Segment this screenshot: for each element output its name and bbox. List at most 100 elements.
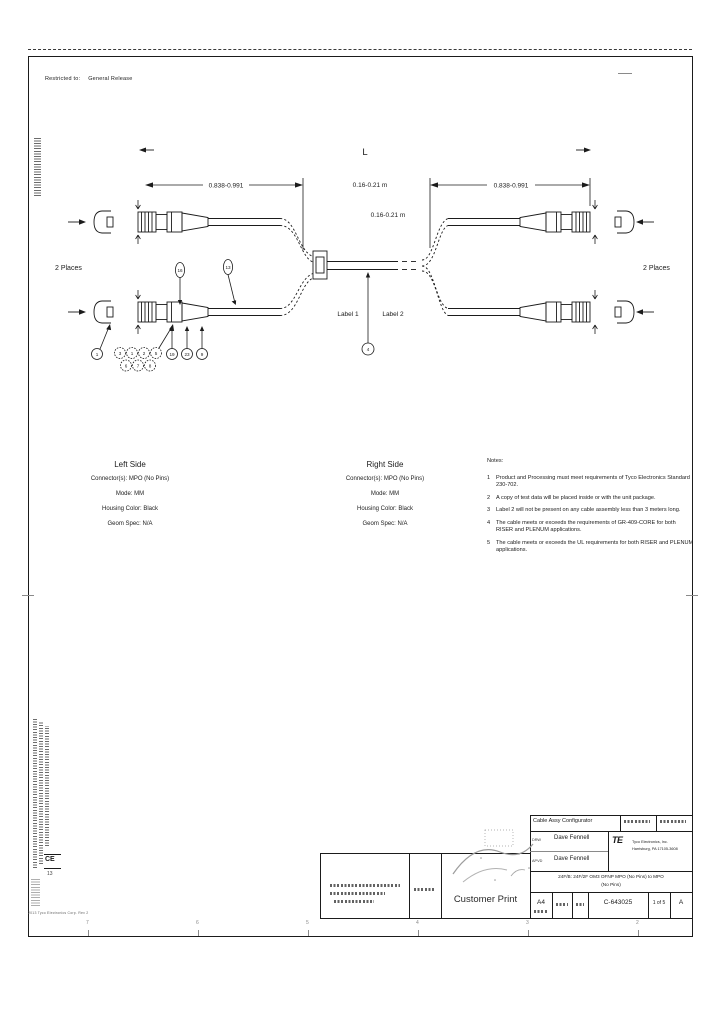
right-side-geom: Geom Spec: N/A	[362, 521, 408, 527]
svg-text:16: 16	[177, 268, 183, 273]
balloon-connector-end: 1	[91, 324, 112, 360]
assembly-description-line2: (No Pins)	[601, 882, 621, 887]
svg-text:8: 8	[149, 364, 152, 369]
svg-text:1: 1	[96, 352, 99, 357]
left-leg-dimension	[145, 178, 304, 250]
left-bottom-connector	[93, 300, 281, 324]
top-dashed-line	[28, 49, 692, 50]
zone-tick-4	[418, 930, 419, 936]
balloon-oval-16: 16	[174, 262, 185, 305]
ce-box-top-line	[44, 854, 61, 855]
left-side-info: Left Side Connector(s): MPO (No Pins) Mo…	[55, 458, 205, 532]
trunk-cable	[327, 261, 416, 270]
label2-text: Label 2	[382, 311, 404, 318]
zone-number-5: 5	[306, 920, 309, 926]
zone-tick-3	[308, 930, 309, 936]
balloon-23: 23	[181, 326, 193, 360]
right-bottom-connector	[447, 300, 635, 324]
vertical-fineprint-col1	[33, 718, 37, 868]
restricted-note: Restricted to: General Release	[45, 76, 132, 82]
zone-number-7: 7	[86, 920, 89, 926]
assembly-description-line1: 24F/B: 24F/2F OM3 OFNP MPO (No Pins) to …	[558, 874, 664, 879]
right-side-housing: Housing Color: Black	[356, 506, 414, 512]
notes-title: Notes:	[487, 458, 504, 464]
svg-text:3: 3	[119, 351, 122, 356]
zone-tick-1	[88, 930, 89, 936]
size-cell: A4	[537, 899, 545, 906]
left-side-geom: Geom Spec: N/A	[107, 521, 153, 527]
left-side-title: Left Side	[114, 460, 146, 469]
svg-text:19: 19	[169, 352, 175, 357]
svg-text:23: 23	[184, 352, 190, 357]
vertical-microtext-top	[34, 138, 41, 196]
right-side-info: Right Side Connector(s): MPO (No Pins) M…	[310, 458, 460, 532]
right-side-title: Right Side	[366, 460, 404, 469]
right-side-mode: Mode: MM	[370, 491, 400, 497]
restricted-value: General Release	[88, 76, 133, 82]
zone-tick-5	[528, 930, 529, 936]
tolerance-microtext-2	[330, 892, 385, 895]
svg-text:5: 5	[155, 351, 158, 356]
connector-tick-arrows	[135, 200, 598, 334]
right-top-connector	[447, 210, 635, 234]
trunk-dim-bottom: 0.16-0.21 m	[371, 212, 406, 219]
svg-text:2: 2	[143, 351, 146, 356]
svg-text:7: 7	[137, 364, 140, 369]
overall-length-label: L	[362, 147, 367, 158]
zone-tick-6	[638, 930, 639, 936]
zone-number-4: 4	[416, 920, 419, 926]
left-leg-dim-text: 0.838-0.991	[209, 183, 244, 190]
balloon-cluster: 3 1 2 5 6 7 8	[114, 324, 174, 372]
fanout-curves	[279, 218, 449, 316]
svg-text:9: 9	[201, 352, 204, 357]
te-logo: TE	[612, 835, 623, 845]
date-microtext-1	[624, 820, 650, 823]
right-places-label: 2 Places	[643, 265, 670, 272]
zone-tick-2	[198, 930, 199, 936]
customer-print-label: Customer Print	[453, 894, 518, 905]
zone-number-6: 6	[196, 920, 199, 926]
left-center-tick	[22, 595, 34, 596]
approved-by-name: Dave Fennell	[554, 856, 590, 862]
drawing-number: C-643025	[603, 899, 633, 906]
revision-letter: A	[678, 899, 684, 906]
balloon-oval-13: 13	[222, 259, 237, 305]
balloon-trunk-label: 4	[361, 272, 375, 356]
right-leg-dimension	[429, 178, 591, 248]
furcation-body	[312, 250, 328, 280]
ce-box-bottom-line	[44, 868, 61, 869]
left-side-housing: Housing Color: Black	[101, 506, 159, 512]
balloon-9: 9	[196, 326, 208, 360]
cage-microtext	[576, 903, 584, 906]
vertical-fineprint-col2	[39, 722, 43, 864]
units-microtext	[414, 888, 434, 891]
left-places-label: 2 Places	[55, 265, 82, 272]
configurator-label: Cable Assy Configurator	[533, 818, 593, 824]
drawn-label: DRW	[532, 838, 541, 842]
zone-number-3: 3	[526, 920, 529, 926]
size-sub-microtext	[534, 910, 548, 913]
drawn-by-name: Dave Fennell	[554, 835, 590, 841]
company-address: Harrisburg, PA 17105-3608	[632, 847, 678, 851]
approved-label: APVD	[532, 859, 543, 863]
date-microtext-2	[660, 820, 686, 823]
svg-text:6: 6	[125, 364, 128, 369]
balloon-19: 19	[166, 326, 178, 360]
copyright-line: 2013 Tyco Electronics Corp. Rev 2	[28, 911, 89, 915]
left-side-mode: Mode: MM	[115, 491, 145, 497]
restricted-label: Restricted to:	[45, 76, 81, 82]
cable-assembly-schematic: L 0.838-0.991 0.16-0.21 m 0.16-0.21 m 0.…	[55, 147, 670, 372]
label1-text: Label 1	[337, 311, 359, 318]
edge-reference-arrows	[68, 219, 654, 315]
svg-text:4: 4	[367, 347, 370, 352]
trunk-dim-top: 0.16-0.21 m	[353, 182, 388, 189]
tolerance-microtext-1	[330, 884, 400, 887]
approval-stamp	[452, 829, 534, 883]
svg-text:1: 1	[131, 351, 134, 356]
overall-length-arrows	[139, 147, 591, 153]
top-right-mark	[618, 73, 632, 74]
